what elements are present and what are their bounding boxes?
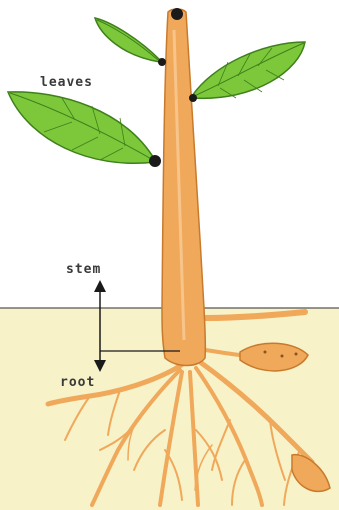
label-root: root <box>60 375 95 390</box>
label-stem: stem <box>66 262 101 277</box>
node-top-left <box>158 58 166 66</box>
node-right <box>189 94 197 102</box>
label-leaves: leaves <box>40 75 93 90</box>
node-left <box>149 155 161 167</box>
node-top <box>171 8 183 20</box>
